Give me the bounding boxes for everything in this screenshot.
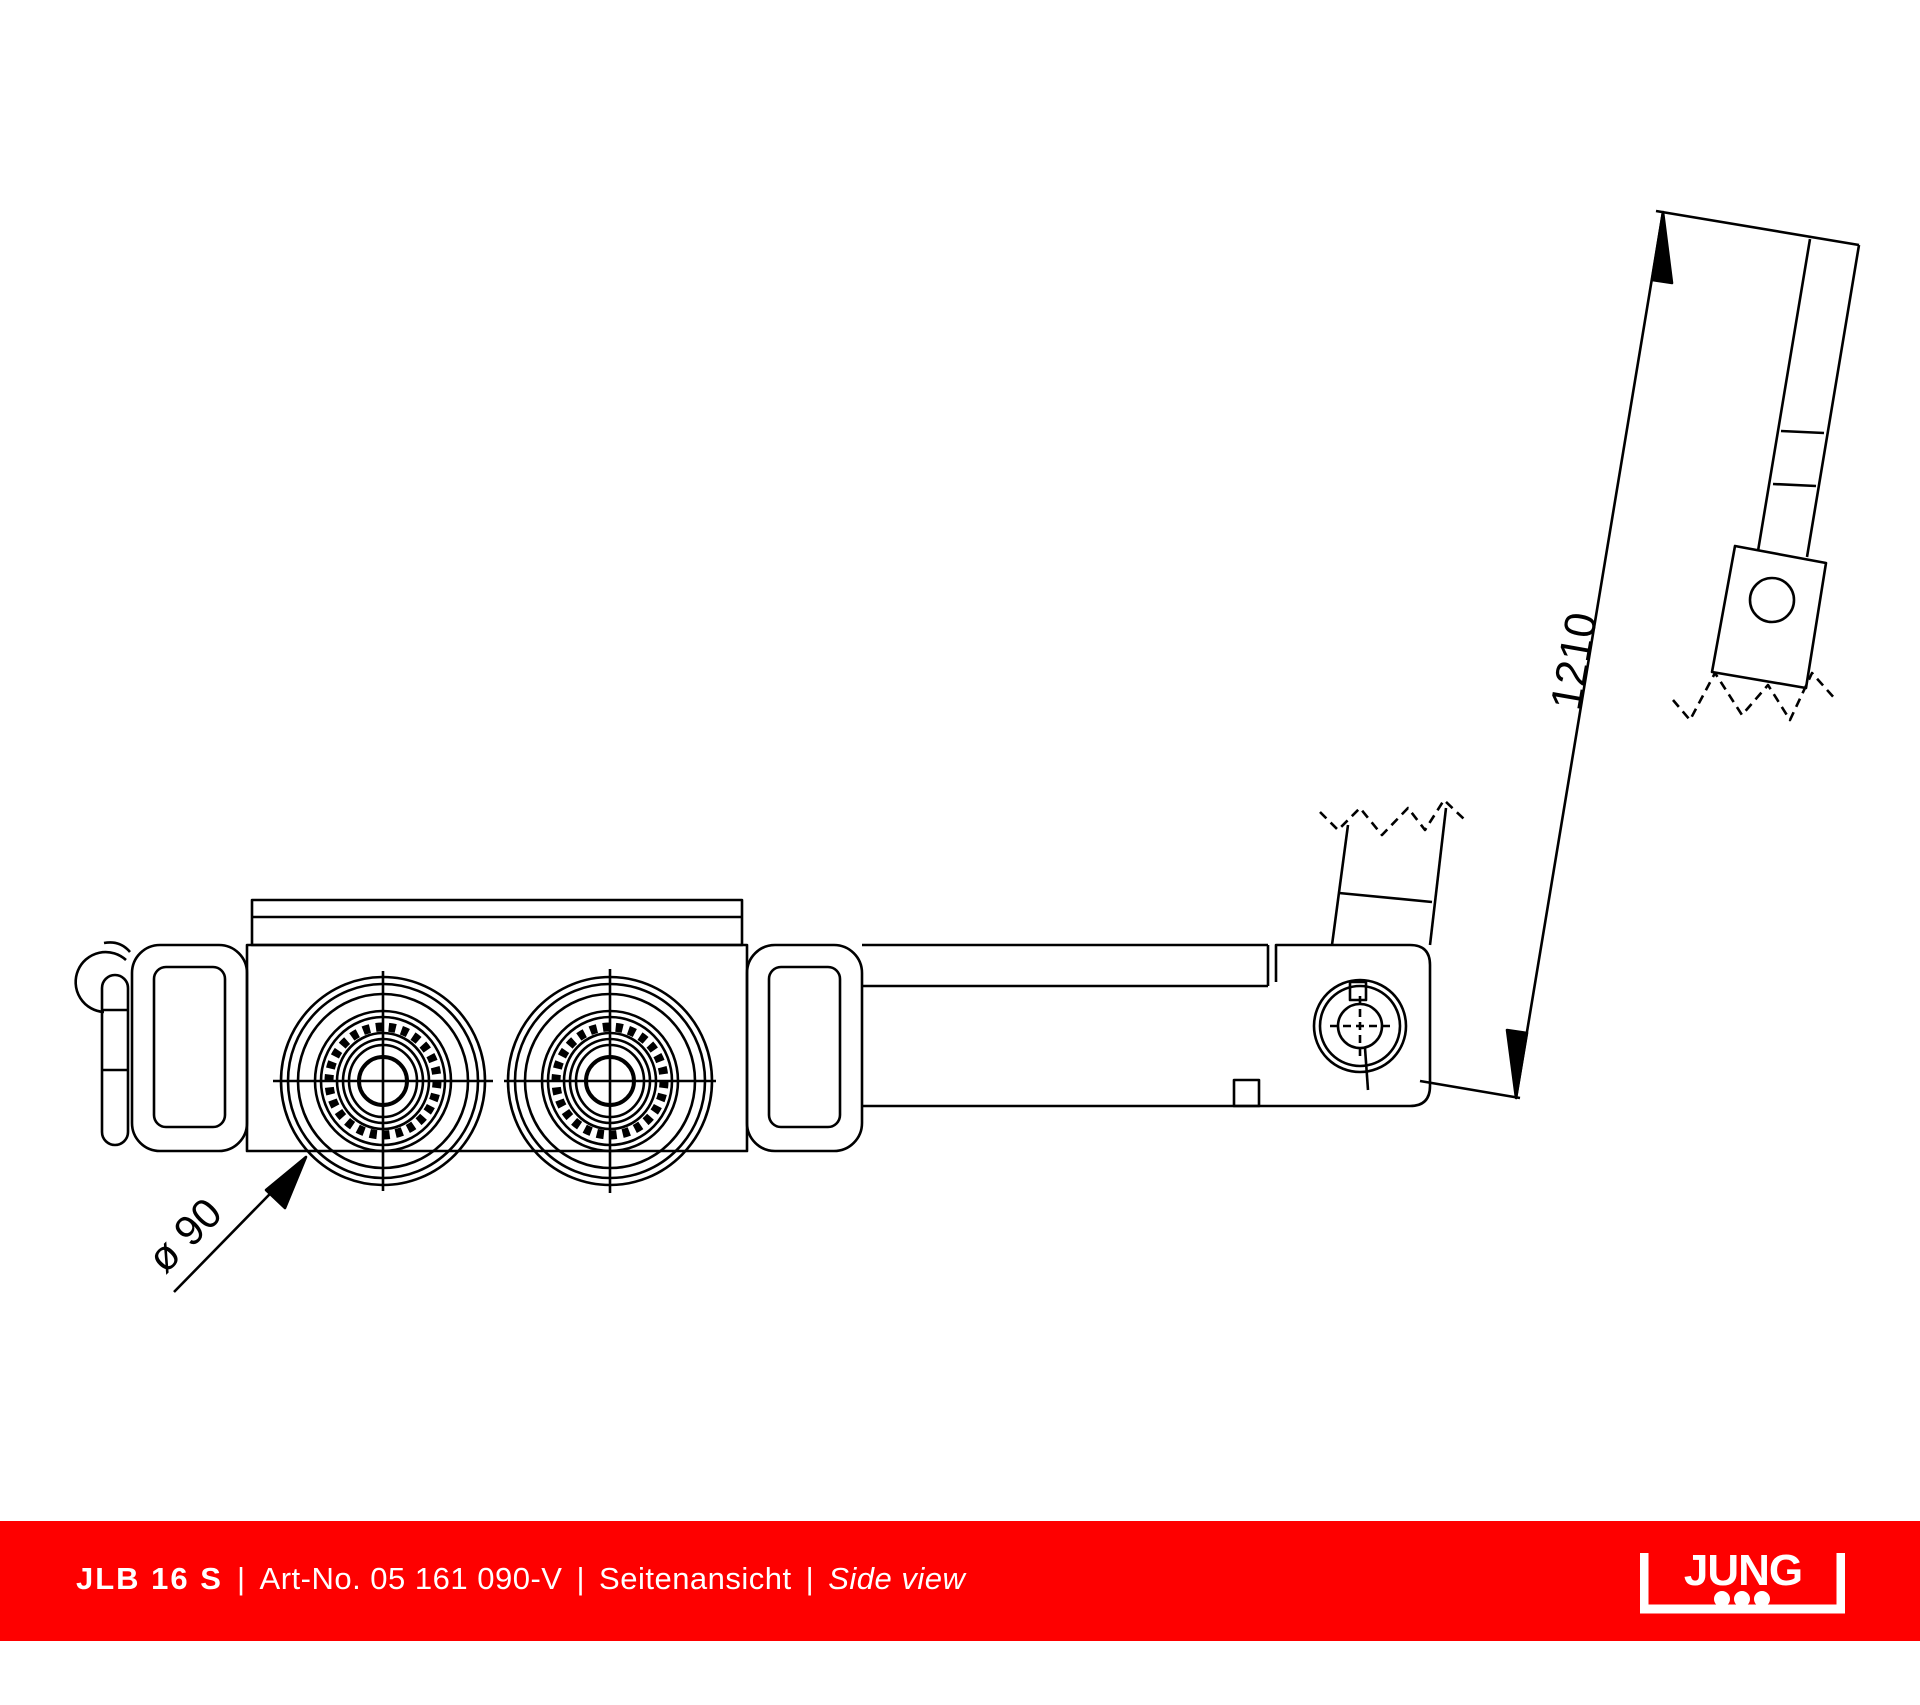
left-clevis	[74, 941, 131, 1147]
view-label-en: Side view	[828, 1561, 966, 1596]
dimension-handle-length: 1210	[1419, 210, 1674, 1100]
article-number: Art-No. 05 161 090-V	[259, 1561, 563, 1596]
wheel-left	[273, 971, 493, 1191]
separator: |	[805, 1561, 815, 1596]
footer-caption: JLB 16 S | Art-No. 05 161 090-V | Seitenansi…	[76, 1561, 965, 1597]
left-lashing-loop	[130, 943, 249, 1153]
steering-bar	[862, 943, 1432, 1108]
jung-logo: JUNG	[1640, 1546, 1845, 1614]
hinge-pin	[1312, 978, 1408, 1091]
right-lashing-loop	[745, 943, 864, 1153]
view-label-de: Seitenansicht	[599, 1561, 792, 1596]
logo-text: JUNG	[1684, 1546, 1802, 1595]
model-name: JLB 16 S	[76, 1561, 223, 1596]
dimension-label-diameter: ø 90	[138, 1189, 231, 1282]
dimension-label-1210: 1210	[1542, 609, 1607, 714]
handle-end	[1655, 209, 1861, 722]
separator: |	[576, 1561, 586, 1596]
wheel-right	[504, 969, 716, 1193]
separator: |	[236, 1561, 246, 1596]
top-plate	[250, 898, 744, 947]
technical-drawing: 1210 ø 90	[74, 209, 1861, 1293]
dimension-wheel-diameter: ø 90	[138, 1155, 308, 1293]
handle-stub	[1319, 798, 1466, 946]
footer-bar: JLB 16 S | Art-No. 05 161 090-V | Seitenansi…	[0, 1521, 1920, 1641]
